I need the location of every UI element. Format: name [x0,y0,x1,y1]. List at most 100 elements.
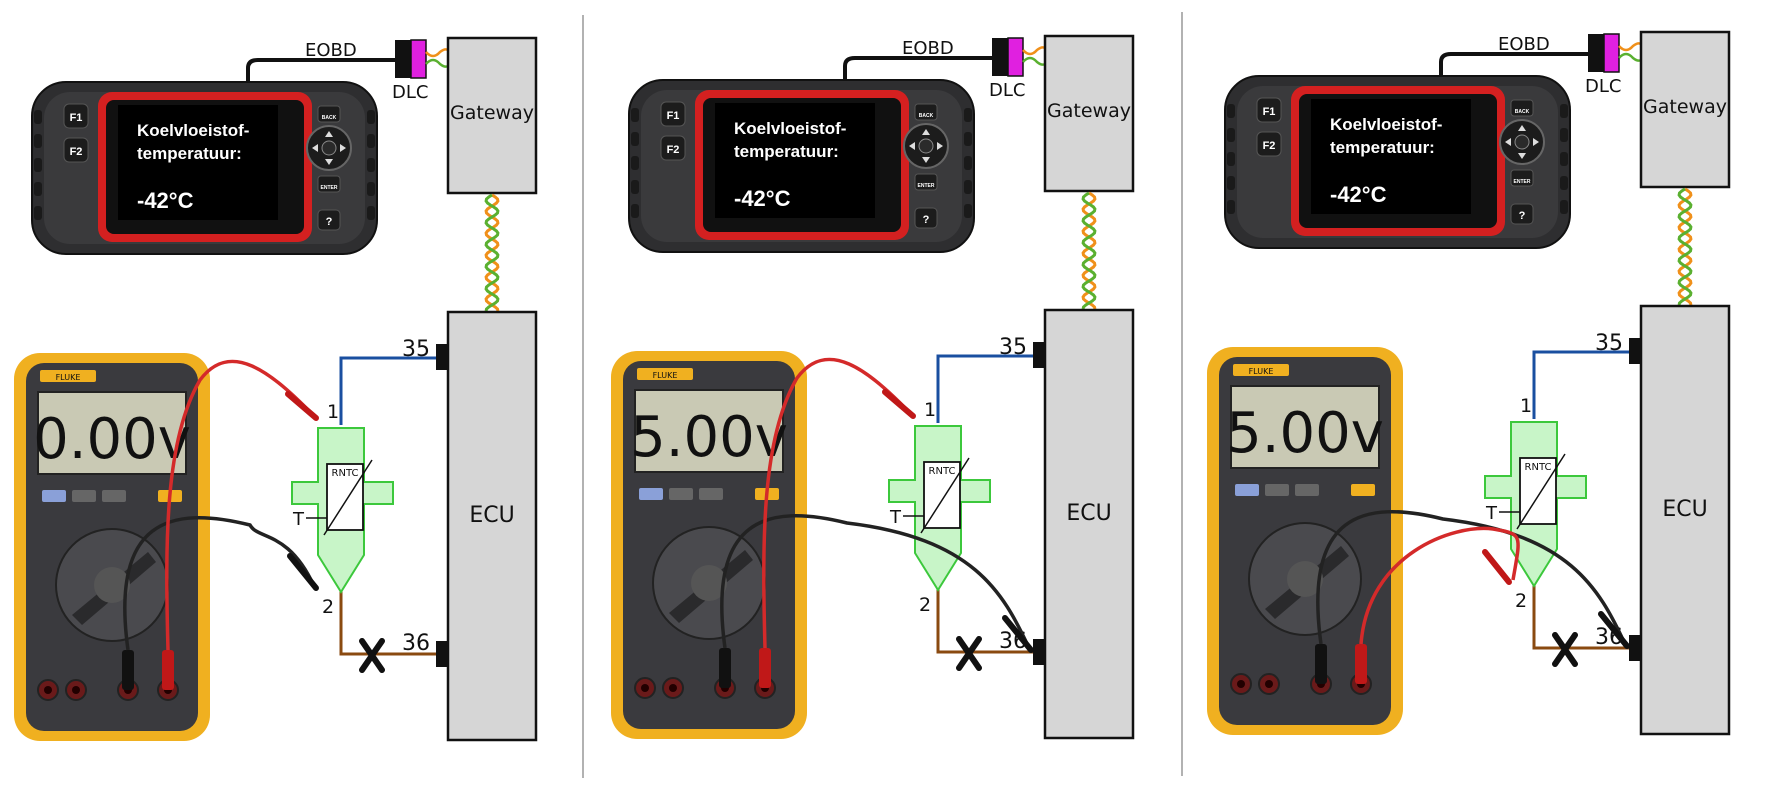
dlc-label: DLC [989,80,1025,101]
ecu-box [1043,308,1135,740]
scanner-grip-rib [631,180,639,194]
scanner-enter-button [1510,169,1534,187]
diagnostic-panel-1: EOBDDLCGatewayECU3536RNTCT12Koelvloeisto… [14,36,538,742]
scanner-f2-button [1256,131,1282,157]
black-probe-tip [1002,615,1034,653]
wire-pin36-to-sensor [339,588,436,656]
ntc-resistor-symbol [326,463,364,531]
scanner-enter-label: ENTER [1514,179,1531,185]
scanner-grip-rib [964,132,972,146]
scanner-grip-rib [1227,128,1235,142]
ntc-label: RNTC [1525,462,1552,473]
sensor-pin-1-label: 1 [327,401,339,423]
multimeter-brand: FLUKE [1249,367,1274,376]
multimeter-dial-center [1287,561,1323,597]
scanner-dpad-center [1514,134,1530,150]
obd-scanner: Koelvloeistof-temperatuur:-42°CF1F2BACKE… [1224,75,1571,249]
dlc-stub-orange [425,48,449,58]
red-probe-tip [882,389,916,419]
multimeter-range-button [102,490,126,502]
scanner-f1-label: F1 [667,110,680,122]
multimeter-minmax-button [669,488,693,500]
wire-pin35-to-sensor [339,356,436,425]
ecu-label: ECU [1662,497,1707,522]
black-probe-tip [287,553,319,591]
scanner-back-button [914,103,938,121]
eobd-cable [246,58,395,88]
multimeter-brand: FLUKE [653,371,678,380]
diagnostic-panel-2: EOBDDLCGatewayECU3536RNTCT12Koelvloeisto… [611,34,1135,740]
scanner-back-button [317,105,341,123]
scanner-grip-rib [1227,176,1235,190]
scanner-temperature-value: -42°C [1330,182,1387,207]
sensor-pin-1-label: 1 [1520,395,1532,417]
multimeter-jack-hole [669,684,677,692]
scanner-f2-label: F2 [667,144,680,156]
scanner-back-label: BACK [322,115,337,121]
red-probe-plug [759,648,771,688]
multimeter-brand-plate [1233,364,1289,376]
can-bus-twisted-pair [484,193,500,312]
wire-pin35-to-sensor [936,354,1033,423]
dlc-stub-orange [1618,42,1642,52]
sensor-pin-1-label: 1 [924,399,936,421]
scanner-dpad-center [918,138,934,154]
scanner-grip-rib [1560,200,1568,214]
scanner-grip-rib [631,204,639,218]
red-probe-plug [162,650,174,690]
black-probe-plug [122,650,134,690]
scanner-dpad-arrow [1533,138,1539,146]
scanner-dpad-arrow [1518,153,1526,159]
eobd-label: EOBD [902,38,954,59]
twisted-pair-wire-orange [484,193,500,312]
scanner-grip-rib [964,108,972,122]
multimeter-brand-plate [40,370,96,382]
can-bus-twisted-pair [1677,187,1693,306]
sensor-pin-2-label: 2 [1515,590,1527,612]
wire-pin36-to-sensor [1532,582,1629,650]
multimeter-lcd [1230,385,1380,469]
scanner-enter-label: ENTER [321,185,338,191]
black-test-lead [720,513,1031,649]
multimeter: FLUKE 5.00v [611,351,807,739]
multimeter-minmax-button [72,490,96,502]
scanner-grip-rib [964,156,972,170]
break-stroke [956,636,982,671]
wire-pin36-to-sensor [936,586,1033,654]
scanner-grip-rib [631,156,639,170]
scanner-dpad-arrow [909,142,915,150]
dlc-stub-orange [1022,46,1046,56]
gateway-label: Gateway [450,102,534,124]
ntc-diagonal [920,457,970,534]
sensor-pin-2-label: 2 [322,596,334,618]
multimeter-dial-center [94,567,130,603]
scanner-grip-rib [34,206,42,220]
multimeter-lcd [634,389,784,473]
scanner-grip-rib [1227,152,1235,166]
black-probe-plug [1315,644,1327,684]
multimeter-reading: 5.00v [630,405,788,470]
twisted-pair-wire-orange [1677,187,1693,306]
scanner-f1-button [63,103,89,129]
scanner-enter-button [914,173,938,191]
ntc-resistor-symbol [923,461,961,529]
ntc-label: RNTC [929,466,956,477]
red-probe-tip [1482,549,1512,585]
ecu-pin-36-connector [436,641,448,667]
scanner-f2-label: F2 [70,146,83,158]
dlc-connector [1007,37,1024,77]
multimeter-hold-button [1235,484,1259,496]
eobd-label: EOBD [1498,34,1550,55]
gateway-box [1639,30,1731,189]
scanner-text-line1: Koelvloeistof- [734,119,846,138]
scanner-grip-rib [367,110,375,124]
scanner-text-line2: temperatuur: [137,144,242,163]
red-probe-plug [1355,644,1367,684]
wire-break-mark [359,638,385,673]
sensor-t-label: T [292,509,305,530]
scanner-help-label: ? [923,214,930,226]
scanner-screen [715,103,875,218]
scanner-grip-rib [367,206,375,220]
